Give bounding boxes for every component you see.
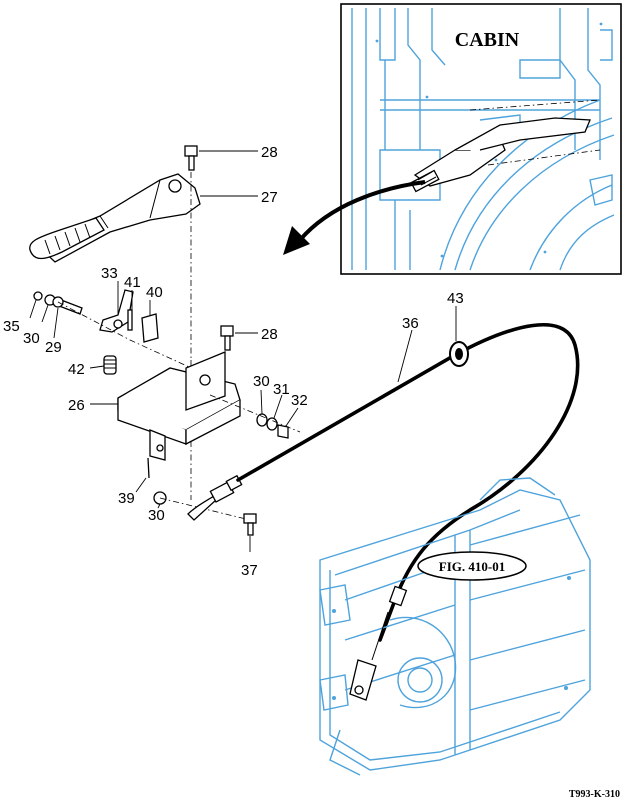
callout-28-top: 28	[261, 144, 278, 161]
cable-clevis-end	[187, 474, 243, 521]
cabin-lever-art	[410, 99, 601, 193]
cabin-inset: CABIN	[340, 3, 622, 275]
spring-42	[103, 355, 117, 375]
callout-30-left: 30	[23, 330, 40, 347]
pin-37	[243, 513, 257, 536]
callout-30-bottom: 30	[148, 507, 165, 524]
callout-37: 37	[241, 562, 258, 579]
assembly-axis-4	[209, 394, 301, 433]
callout-39: 39	[118, 490, 135, 507]
bracket-26	[117, 351, 241, 461]
bolt-28-top	[184, 145, 198, 171]
drawing-code: T993-K-310	[569, 789, 620, 800]
figure-reference-label: FIG. 410-01	[417, 551, 527, 581]
pin-29-washer-30-clip-35	[33, 291, 83, 315]
inset-title: CABIN	[455, 29, 520, 51]
callout-31: 31	[273, 381, 290, 398]
cable-36	[236, 323, 580, 642]
transmission-housing-art	[319, 477, 591, 776]
pawl-33	[99, 289, 134, 333]
plate-40	[141, 313, 159, 343]
callout-27: 27	[261, 189, 278, 206]
cable-lower-linkage	[349, 585, 408, 701]
cabin-frame-art	[351, 8, 615, 271]
callout-30-right: 30	[253, 373, 270, 390]
callouts: 28 27 33 41 40 35 30 29 28 43 36 42 26 3…	[3, 144, 464, 579]
leader-lines	[29, 150, 457, 552]
callout-33: 33	[101, 265, 118, 282]
callout-36: 36	[402, 315, 419, 332]
figure-reference-text: FIG. 410-01	[439, 559, 505, 574]
callout-41: 41	[124, 274, 141, 291]
callout-26: 26	[68, 397, 85, 414]
assembly-axis-3	[57, 301, 201, 373]
callout-43: 43	[447, 290, 464, 307]
bolt-28-mid	[220, 325, 234, 351]
grommet-43	[449, 341, 469, 367]
callout-42: 42	[68, 361, 85, 378]
pin-39-washer-30-bottom	[147, 457, 167, 505]
callout-29: 29	[45, 339, 62, 356]
hand-brake-lever-27	[29, 173, 201, 263]
pin-41	[127, 309, 133, 331]
callout-32: 32	[291, 392, 308, 409]
callout-40: 40	[146, 284, 163, 301]
washers-30-31-nut-32	[256, 413, 289, 439]
callout-28-mid: 28	[261, 326, 278, 343]
inset-pointer-arrow	[283, 180, 426, 255]
callout-35: 35	[3, 318, 20, 335]
